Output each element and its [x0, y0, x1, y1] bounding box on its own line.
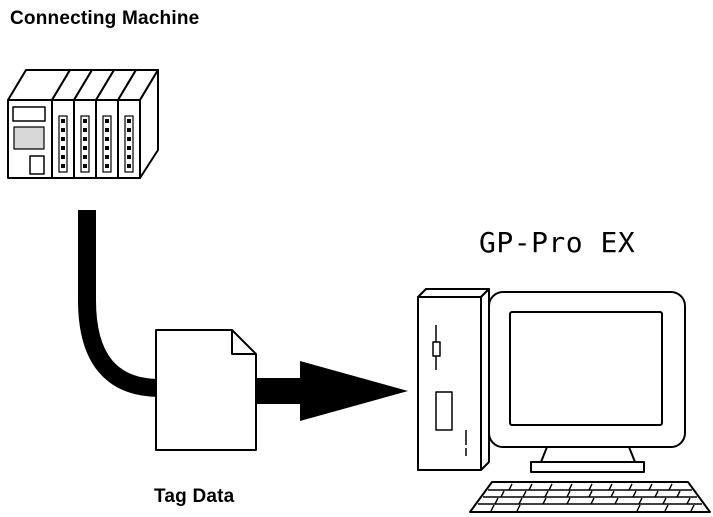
data-flow-arrow: [248, 361, 408, 421]
plc-io-leds: [58, 115, 134, 173]
tag-data-label: Tag Data: [154, 486, 235, 507]
computer-tower: [417, 296, 482, 471]
gp-pro-ex-label: GP-Pro EX: [479, 226, 636, 259]
keyboard-keys: [478, 483, 702, 512]
plc-io-dots: [61, 119, 131, 168]
plc-machine-icon: [7, 69, 159, 179]
data-flow-curve: [78, 210, 161, 397]
document-icon: [155, 329, 257, 451]
computer-screen: [509, 311, 663, 426]
connecting-machine-label: Connecting Machine: [10, 8, 200, 29]
computer-icon: [417, 288, 711, 513]
